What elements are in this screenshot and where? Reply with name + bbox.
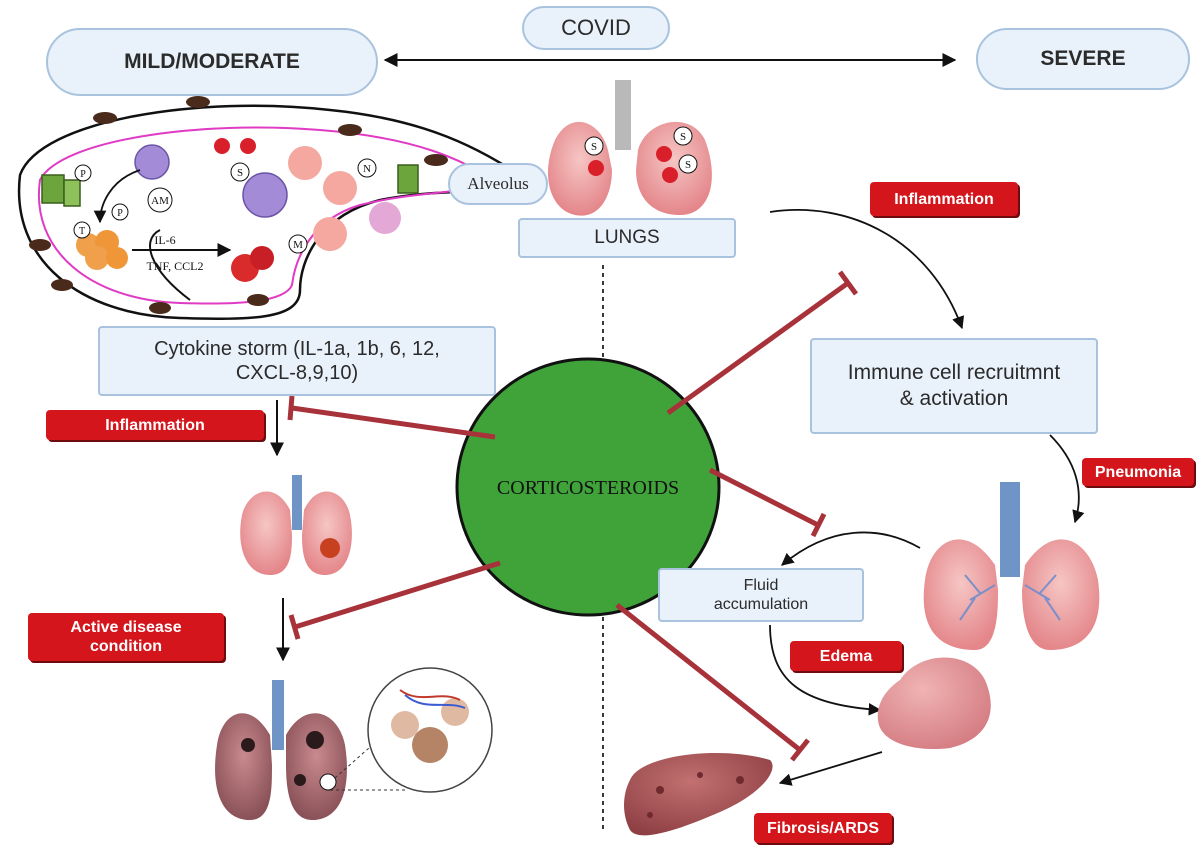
liver-illustration xyxy=(624,752,773,836)
lungs-label: LUNGS xyxy=(518,218,736,258)
arrow-edema-to-fibrosis xyxy=(778,751,883,786)
cell-label-t: T xyxy=(79,226,85,237)
arrow-fluid-to-edema xyxy=(769,624,882,716)
cytokine-storm-box: Cytokine storm (IL-1a, 1b, 6, 12, CXCL-8… xyxy=(98,326,496,396)
cytokine-arrow-bottom-label: TNF, CCL2 xyxy=(146,259,203,273)
active-disease-line2: condition xyxy=(90,638,162,655)
covid-label: COVID xyxy=(522,6,670,50)
lungs-mild-illustration xyxy=(240,475,352,575)
arrow-pneumonia-to-fluid xyxy=(781,531,921,566)
fluid-accumulation-box: Fluid accumulation xyxy=(658,568,864,622)
virus-label-3: S xyxy=(685,159,691,171)
cell-label-am: AM xyxy=(151,195,169,207)
cell-label-m: M xyxy=(293,239,303,251)
pneumonia-tag: Pneumonia xyxy=(1082,458,1194,486)
corticosteroids-circle xyxy=(455,357,721,617)
cell-label-n: N xyxy=(363,163,371,175)
fibrosis-ards-tag: Fibrosis/ARDS xyxy=(754,813,892,843)
inhibition-lines xyxy=(287,270,859,762)
arrow-lungs-to-immune xyxy=(769,209,965,330)
edema-organ-illustration xyxy=(877,657,991,750)
immune-line2: & activation xyxy=(899,387,1009,410)
cytokine-arrow-top-label: IL-6 xyxy=(154,233,175,247)
cell-label-s: S xyxy=(237,167,243,179)
cytokine-storm-line2: CXCL-8,9,10) xyxy=(235,362,359,384)
cytokine-storm-line1: Cytokine storm (IL-1a, 1b, 6, 12, xyxy=(154,338,440,360)
lungs-diseased-illustration xyxy=(215,667,493,820)
inflammation-tag-right: Inflammation xyxy=(870,182,1018,216)
virus-label-2: S xyxy=(680,131,686,143)
alveolus-illustration: P AM P T S N M IL-6 TNF, CCL2 xyxy=(17,96,522,320)
arrow-immune-to-pneumonia xyxy=(1049,434,1085,524)
fluid-line1: Fluid xyxy=(743,577,779,594)
immune-recruitment-box: Immune cell recruitmnt & activation xyxy=(810,338,1098,434)
lungs-top-illustration: S S S xyxy=(547,80,712,216)
immune-line1: Immune cell recruitmnt xyxy=(847,361,1061,384)
inflammation-tag-left: Inflammation xyxy=(46,410,264,440)
active-disease-tag: Active disease condition xyxy=(28,613,224,661)
corticosteroids-label: CORTICOSTEROIDS xyxy=(497,477,679,499)
active-disease-line1: Active disease xyxy=(70,619,182,636)
cell-label-p1: P xyxy=(80,169,86,180)
lungs-pneumonia-illustration xyxy=(923,482,1100,650)
cell-label-p2: P xyxy=(117,208,123,219)
severe-label: SEVERE xyxy=(976,28,1190,90)
fluid-line2: accumulation xyxy=(713,596,809,613)
edema-tag: Edema xyxy=(790,641,902,671)
mild-moderate-label: MILD/MODERATE xyxy=(46,28,378,96)
virus-label-1: S xyxy=(591,141,597,153)
alveolus-label: Alveolus xyxy=(448,163,548,205)
